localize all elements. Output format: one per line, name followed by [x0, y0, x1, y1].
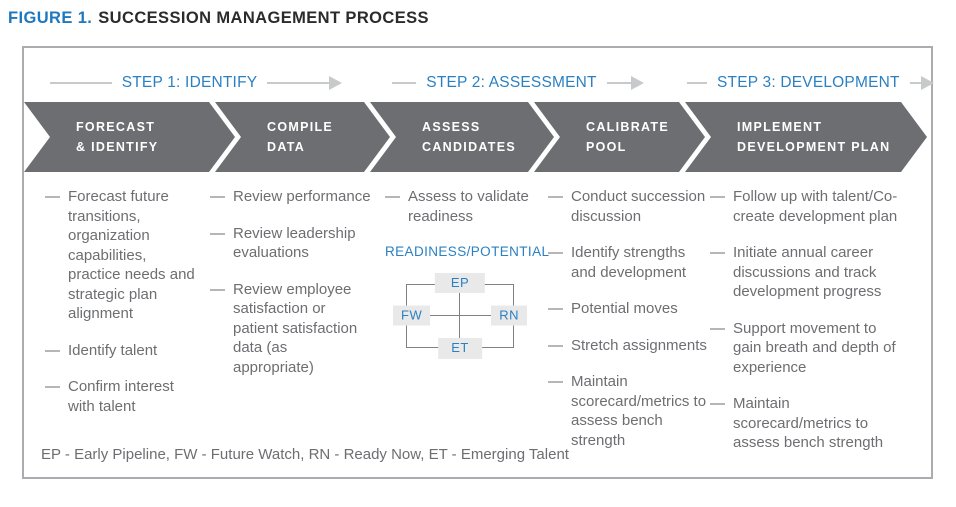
list-item: Follow up with talent/Co-create developm… — [710, 187, 908, 226]
chevron-implement-development-plan: IMPLEMENT DEVELOPMENT PLAN — [685, 102, 927, 172]
step-1-arrow-icon — [267, 76, 342, 90]
chevron-compile-data: COMPILE DATA — [215, 102, 390, 172]
chevron-label: FORECAST & IDENTIFY — [24, 117, 158, 157]
column-compile-data: Review performance Review leadership eva… — [210, 187, 372, 394]
list-item: Identify strengths and development — [548, 243, 710, 282]
step-3-leading-line — [687, 82, 707, 84]
list-item: Initiate annual career discussions and t… — [710, 243, 908, 302]
chevron-label-line-1: ASSESS — [422, 120, 481, 134]
chevron-label-line-2: POOL — [586, 140, 627, 154]
list-item: Potential moves — [548, 299, 710, 319]
bullet-list: Conduct succession discussion Identify s… — [548, 187, 710, 450]
list-item: Conduct succession discussion — [548, 187, 710, 226]
chevron-label-line-2: DEVELOPMENT PLAN — [737, 140, 891, 154]
step-3-header: STEP 3: DEVELOPMENT — [687, 72, 935, 94]
step-3-label: STEP 3: DEVELOPMENT — [717, 74, 900, 91]
chevron-label-line-2: CANDIDATES — [422, 140, 517, 154]
list-item: Maintain scorecard/metrics to assess ben… — [548, 372, 710, 450]
chevron-label-line-2: DATA — [267, 140, 306, 154]
list-item: Support movement to gain breath and dept… — [710, 319, 908, 378]
step-1-leading-line — [50, 82, 112, 84]
step-3-arrow-icon — [909, 76, 935, 90]
figure-number-label: FIGURE 1. — [8, 9, 93, 27]
step-1-label: STEP 1: IDENTIFY — [121, 74, 258, 91]
abbreviation-legend: EP - Early Pipeline, FW - Future Watch, … — [41, 446, 569, 463]
process-chevron-band: FORECAST & IDENTIFY COMPILE DATA ASSESS … — [24, 102, 927, 172]
matrix-cross-horizontal — [427, 314, 493, 316]
chevron-forecast-identify: FORECAST & IDENTIFY — [24, 102, 235, 172]
list-item: Confirm interest with talent — [45, 377, 202, 416]
chevron-label: COMPILE DATA — [215, 117, 333, 157]
bullet-list: Review performance Review leadership eva… — [210, 187, 372, 377]
list-item: Maintain scorecard/metrics to assess ben… — [710, 394, 908, 453]
readiness-potential-heading: READINESS/POTENTIAL — [385, 244, 550, 259]
list-item: Review leadership evaluations — [210, 224, 372, 263]
list-item: Identify talent — [45, 341, 202, 361]
chevron-label: CALIBRATE POOL — [534, 117, 669, 157]
chevron-label: ASSESS CANDIDATES — [370, 117, 516, 157]
chevron-label: IMPLEMENT DEVELOPMENT PLAN — [685, 117, 890, 157]
chevron-label-line-1: IMPLEMENT — [737, 120, 823, 134]
list-item: Review performance — [210, 187, 372, 207]
figure-frame: STEP 1: IDENTIFY STEP 2: ASSESSMENT STEP… — [22, 46, 935, 479]
chevron-assess-candidates: ASSESS CANDIDATES — [370, 102, 554, 172]
bullet-list: Follow up with talent/Co-create developm… — [710, 187, 908, 453]
matrix-label-fw: FW — [393, 305, 431, 326]
readiness-potential-matrix: EP FW RN ET — [393, 272, 527, 359]
column-implement-development-plan: Follow up with talent/Co-create developm… — [710, 187, 908, 470]
step-2-header: STEP 2: ASSESSMENT — [392, 72, 645, 94]
step-1-header: STEP 1: IDENTIFY — [50, 72, 342, 94]
chevron-label-line-1: FORECAST — [76, 120, 156, 134]
list-item: Forecast future transitions, organizatio… — [45, 187, 202, 324]
chevron-label-line-1: CALIBRATE — [586, 120, 669, 134]
chevron-calibrate-pool: CALIBRATE POOL — [534, 102, 705, 172]
list-item: Assess to validate readiness — [385, 187, 541, 226]
step-2-leading-line — [392, 82, 417, 84]
matrix-label-rn: RN — [491, 305, 527, 326]
chevron-label-line-2: & IDENTIFY — [76, 140, 159, 154]
column-assess-candidates: Assess to validate readiness READINESS/P… — [385, 187, 550, 359]
matrix-label-et: ET — [438, 337, 482, 359]
list-item: Stretch assignments — [548, 336, 710, 356]
bullet-list: Assess to validate readiness — [385, 187, 541, 226]
column-calibrate-pool: Conduct succession discussion Identify s… — [548, 187, 710, 467]
chevron-label-line-1: COMPILE — [267, 120, 334, 134]
step-2-arrow-icon — [606, 76, 645, 90]
matrix-label-ep: EP — [434, 272, 486, 294]
matrix-cross-vertical — [459, 289, 460, 342]
bullet-list: Forecast future transitions, organizatio… — [45, 187, 202, 416]
column-forecast-identify: Forecast future transitions, organizatio… — [45, 187, 202, 433]
list-item: Review employee satisfaction or patient … — [210, 280, 372, 378]
step-2-label: STEP 2: ASSESSMENT — [426, 74, 597, 91]
figure-title-text: SUCCESSION MANAGEMENT PROCESS — [98, 9, 429, 27]
figure-title: FIGURE 1. SUCCESSION MANAGEMENT PROCESS — [8, 9, 429, 28]
